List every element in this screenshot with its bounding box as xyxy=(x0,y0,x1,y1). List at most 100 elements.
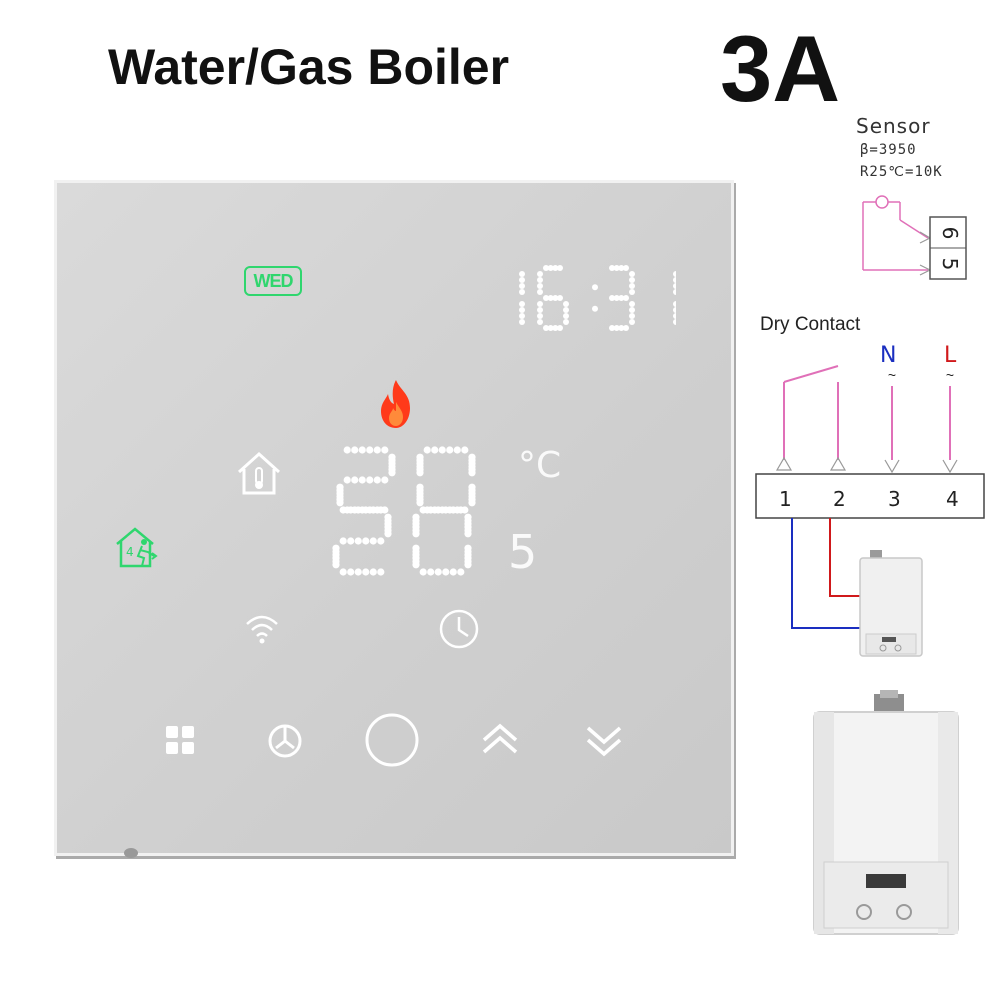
clock-digit-dot xyxy=(547,325,554,331)
current-temp-digit-dot xyxy=(373,476,381,484)
clock-display xyxy=(519,265,676,331)
svg-text:~: ~ xyxy=(888,367,896,383)
set-temp-digit-dot xyxy=(354,568,362,576)
clock-digit-dot xyxy=(537,301,543,307)
current-temperature xyxy=(336,446,476,514)
set-temp-digit-dot xyxy=(369,506,377,514)
clock-digit-dot xyxy=(519,313,525,319)
clock-digit-dot xyxy=(537,277,543,283)
clock-digit-dot xyxy=(629,283,635,289)
current-temp-digit-dot xyxy=(431,446,439,454)
clock-digit-dot xyxy=(673,289,676,295)
clock-digit-dot xyxy=(623,295,629,301)
set-temp-digit-dot xyxy=(347,506,355,514)
clock-digit-dot xyxy=(547,265,554,271)
clock-digit-dot xyxy=(618,265,625,271)
terminal-4: 4 xyxy=(946,487,959,511)
clock-digit-dot xyxy=(537,313,543,319)
set-temp-digit-dot xyxy=(419,506,427,514)
sensor-terminal-6: 6 xyxy=(938,227,962,240)
current-temp-digit-dot xyxy=(351,476,359,484)
clock-digit-dot xyxy=(629,319,635,325)
svg-text:~: ~ xyxy=(946,367,954,383)
set-temp-digit-dot xyxy=(412,530,420,538)
clock-digit-dot xyxy=(519,301,525,307)
clock-digit-dot xyxy=(519,271,525,277)
clock-digit-dot xyxy=(673,319,676,325)
clock-digit-dot xyxy=(519,277,525,283)
current-temp-digit-dot xyxy=(468,499,476,507)
set-temp-digit-dot xyxy=(427,568,435,576)
terminal-1: 1 xyxy=(779,487,792,511)
home-thermometer-icon xyxy=(237,451,281,495)
clock-digit-dot xyxy=(609,295,615,301)
terminal-3: 3 xyxy=(888,487,901,511)
day-badge: WED xyxy=(244,266,302,296)
clock-digit-dot xyxy=(613,265,620,271)
menu-button[interactable] xyxy=(164,724,196,756)
flame-icon xyxy=(381,380,410,428)
set-temp-digit-dot xyxy=(457,506,465,514)
current-temp-digit-dot xyxy=(388,469,396,477)
clock-digit-dot xyxy=(552,325,559,331)
clock-digit-dot xyxy=(673,301,676,307)
large-boiler-image xyxy=(813,690,959,935)
current-temp-digit-dot xyxy=(358,476,366,484)
neutral-label: N xyxy=(880,343,897,368)
set-temp-digit-dot xyxy=(362,568,370,576)
clock-digit-dot xyxy=(557,325,563,331)
dry-contact-wiring-diagram: ~ ~ xyxy=(755,365,985,657)
sensor-title: Sensor xyxy=(856,114,931,138)
set-temp-digit-dot xyxy=(427,506,435,514)
set-temp-digit-dot xyxy=(377,568,385,576)
clock-digit-dot xyxy=(623,325,629,331)
clock-colon-dot xyxy=(592,305,598,312)
current-temp-digit-dot xyxy=(446,446,454,454)
current-temp-digit-dot xyxy=(381,476,389,484)
current-temp-digit-dot xyxy=(358,446,366,454)
clock-digit-dot xyxy=(557,295,563,301)
clock-digit-dot xyxy=(609,265,615,271)
clock-digit-dot xyxy=(519,283,525,289)
temperature-up-button[interactable] xyxy=(480,722,520,756)
current-temp-digit-dot xyxy=(438,446,446,454)
current-temp-digit-dot xyxy=(366,446,374,454)
clock-digit-dot xyxy=(629,289,635,295)
clock-digit-dot xyxy=(629,277,635,283)
set-temp-digit-dot xyxy=(339,506,347,514)
small-boiler-image xyxy=(859,557,923,657)
sensor-r25: R25℃=10K xyxy=(860,164,943,180)
clock-digit-dot xyxy=(537,283,543,289)
set-temp-digit-dot xyxy=(464,561,472,569)
product-title: Water/Gas Boiler xyxy=(108,39,510,95)
clock-digit-dot xyxy=(629,307,635,313)
set-temp-digit-dot xyxy=(434,568,442,576)
clock-digit-dot xyxy=(537,289,543,295)
current-temp-digit-dot xyxy=(373,446,381,454)
wifi-icon xyxy=(246,615,278,644)
set-temp-digit-dot xyxy=(347,537,355,545)
current-temp-digit-dot xyxy=(366,476,374,484)
temperature-down-button[interactable] xyxy=(584,724,624,758)
clock-digit-dot xyxy=(613,325,620,331)
set-temp-digit-dot xyxy=(354,506,362,514)
clock-digit-dot xyxy=(623,265,629,271)
power-button[interactable] xyxy=(362,710,422,770)
clock-digit-dot xyxy=(552,295,559,301)
clock-digit-dot xyxy=(673,277,676,283)
terminal-2: 2 xyxy=(833,487,846,511)
schedule-button[interactable] xyxy=(266,722,304,760)
clock-digit-dot xyxy=(543,325,549,331)
set-temperature-unit: 5 xyxy=(508,525,538,579)
clock-digit-dot xyxy=(609,325,615,331)
clock-digit-dot xyxy=(537,319,543,325)
set-temperature xyxy=(332,506,472,576)
set-temp-digit-dot xyxy=(464,530,472,538)
set-temp-digit-dot xyxy=(442,506,450,514)
sensor-wiring-diagram: 6 5 xyxy=(862,195,967,280)
set-temp-digit-dot xyxy=(347,568,355,576)
clock-digit-dot xyxy=(563,301,569,307)
clock-digit-dot xyxy=(629,313,635,319)
live-label: L xyxy=(944,343,957,368)
set-temp-digit-dot xyxy=(434,506,442,514)
